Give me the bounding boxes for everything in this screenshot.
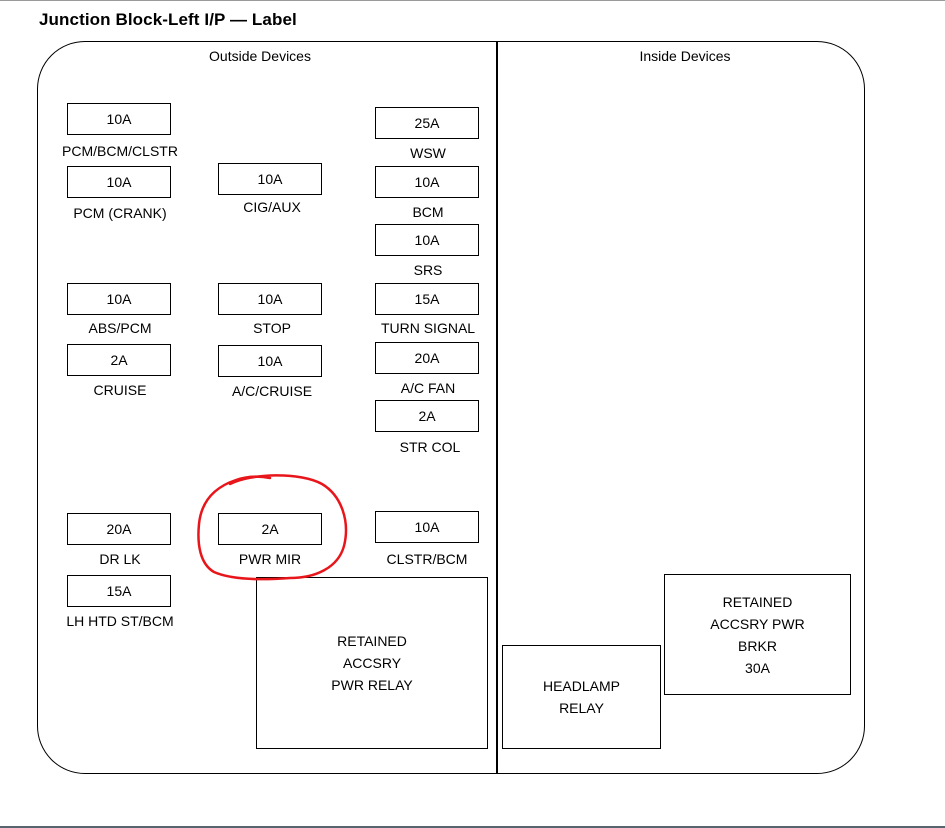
- fuse-dr-lk: 20A: [67, 513, 171, 545]
- fuse-label-srs: SRS: [413, 262, 443, 278]
- fuse-label-ac-fan: A/C FAN: [400, 380, 456, 396]
- fuse-lh-htd-st-bcm: 15A: [67, 575, 171, 607]
- fuse-label-stop: STOP: [253, 320, 291, 336]
- fuse-bcm: 10A: [375, 166, 479, 198]
- fuse-label-turn-signal: TURN SIGNAL: [380, 320, 476, 336]
- fuse-pwr-mir: 2A: [218, 513, 322, 545]
- highlight-stroke: [197, 474, 348, 581]
- relay-text-line: HEADLAMP: [542, 678, 621, 694]
- fuse-pcm-bcm-clstr: 10A: [67, 103, 171, 135]
- breaker-text-line: BRKR: [738, 637, 777, 654]
- section-divider: [496, 42, 498, 774]
- highlight-circle-pwr-mir: [197, 474, 348, 581]
- retained-accsry-pwr-breaker: RETAINED ACCSRY PWR BRKR 30A: [664, 574, 851, 695]
- fuse-label-pwr-mir: PWR MIR: [238, 551, 302, 567]
- fuse-label-pcm-crank: PCM (CRANK): [73, 205, 167, 221]
- breaker-text-line: 30A: [745, 659, 770, 676]
- fuse-label-pcm-bcm-clstr: PCM/BCM/CLSTR: [62, 143, 178, 159]
- bottom-border: [0, 826, 945, 828]
- fuse-label-wsw: WSW: [410, 145, 446, 161]
- top-border: [0, 0, 945, 1]
- breaker-text-line: RETAINED: [722, 593, 793, 610]
- headlamp-relay: HEADLAMP RELAY: [502, 645, 661, 749]
- fuse-label-ac-cruise: A/C/CRUISE: [231, 383, 313, 399]
- fuse-label-str-col: STR COL: [399, 439, 461, 455]
- fuse-ac-fan: 20A: [375, 342, 479, 374]
- fuse-abs-pcm: 10A: [67, 283, 171, 315]
- relay-text-line: RETAINED: [337, 633, 407, 649]
- fuse-cruise: 2A: [67, 344, 171, 376]
- fuse-label-clstr-bcm: CLSTR/BCM: [386, 551, 468, 567]
- fuse-str-col: 2A: [375, 400, 479, 432]
- fuse-label-dr-lk: DR LK: [99, 551, 141, 567]
- fuse-label-lh-htd-st-bcm: LH HTD ST/BCM: [66, 613, 174, 629]
- relay-text-line: RELAY: [559, 700, 604, 716]
- fuse-label-abs-pcm: ABS/PCM: [88, 320, 152, 336]
- fuse-srs: 10A: [375, 224, 479, 256]
- fuse-wsw: 25A: [375, 107, 479, 139]
- relay-text-line: ACCSRY: [342, 655, 402, 671]
- fuse-cig-aux: 10A: [218, 163, 322, 195]
- page-title: Junction Block-Left I/P — Label: [39, 10, 297, 29]
- junction-block-outline: [37, 41, 865, 774]
- section-outside-devices: Outside Devices: [209, 48, 311, 64]
- fuse-label-bcm: BCM: [412, 204, 444, 220]
- relay-text-line: PWR RELAY: [331, 677, 413, 693]
- fuse-ac-cruise: 10A: [218, 345, 322, 377]
- fuse-clstr-bcm: 10A: [375, 511, 479, 543]
- fuse-turn-signal: 15A: [375, 283, 479, 315]
- section-inside-devices: Inside Devices: [639, 48, 731, 64]
- fuse-label-cig-aux: CIG/AUX: [243, 199, 301, 215]
- fuse-stop: 10A: [218, 283, 322, 315]
- fuse-pcm-crank: 10A: [67, 166, 171, 198]
- breaker-text-line: ACCSRY PWR: [710, 615, 805, 632]
- fuse-label-cruise: CRUISE: [93, 382, 147, 398]
- retained-accsry-pwr-relay: RETAINED ACCSRY PWR RELAY: [256, 577, 488, 749]
